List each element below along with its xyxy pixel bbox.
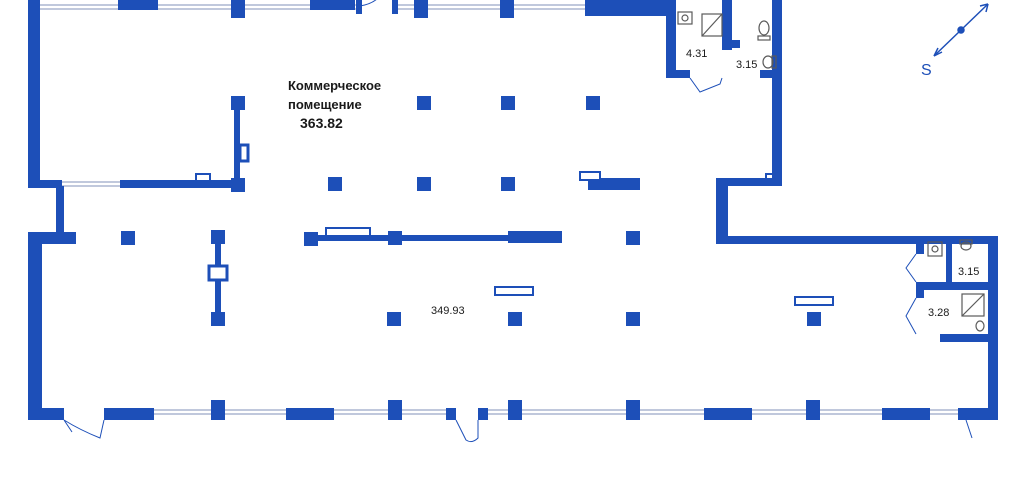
window-lines	[40, 4, 970, 415]
commercial-room-title-line1: Коммерческое	[288, 78, 382, 93]
toilet-icon	[757, 20, 985, 332]
compass-label: S	[921, 62, 932, 79]
door-swing-icon	[63, 0, 973, 443]
commercial-room-title-line2: помещение	[288, 97, 362, 112]
commercial-room-title: Коммерческое помещение	[288, 76, 381, 114]
lower-room-area: 349.93	[431, 305, 465, 317]
columns	[121, 96, 821, 326]
commercial-room-area: 363.82	[300, 115, 343, 131]
compass-icon	[933, 3, 989, 57]
shower-icon	[701, 13, 985, 317]
bathroom-1-area: 4.31	[686, 48, 708, 60]
bathroom-2-area: 3.15	[736, 59, 758, 71]
sink-icon	[677, 11, 943, 257]
bathroom-3-area: 3.15	[958, 266, 980, 278]
walls	[28, 0, 998, 420]
bathroom-4-area: 3.28	[928, 307, 950, 319]
